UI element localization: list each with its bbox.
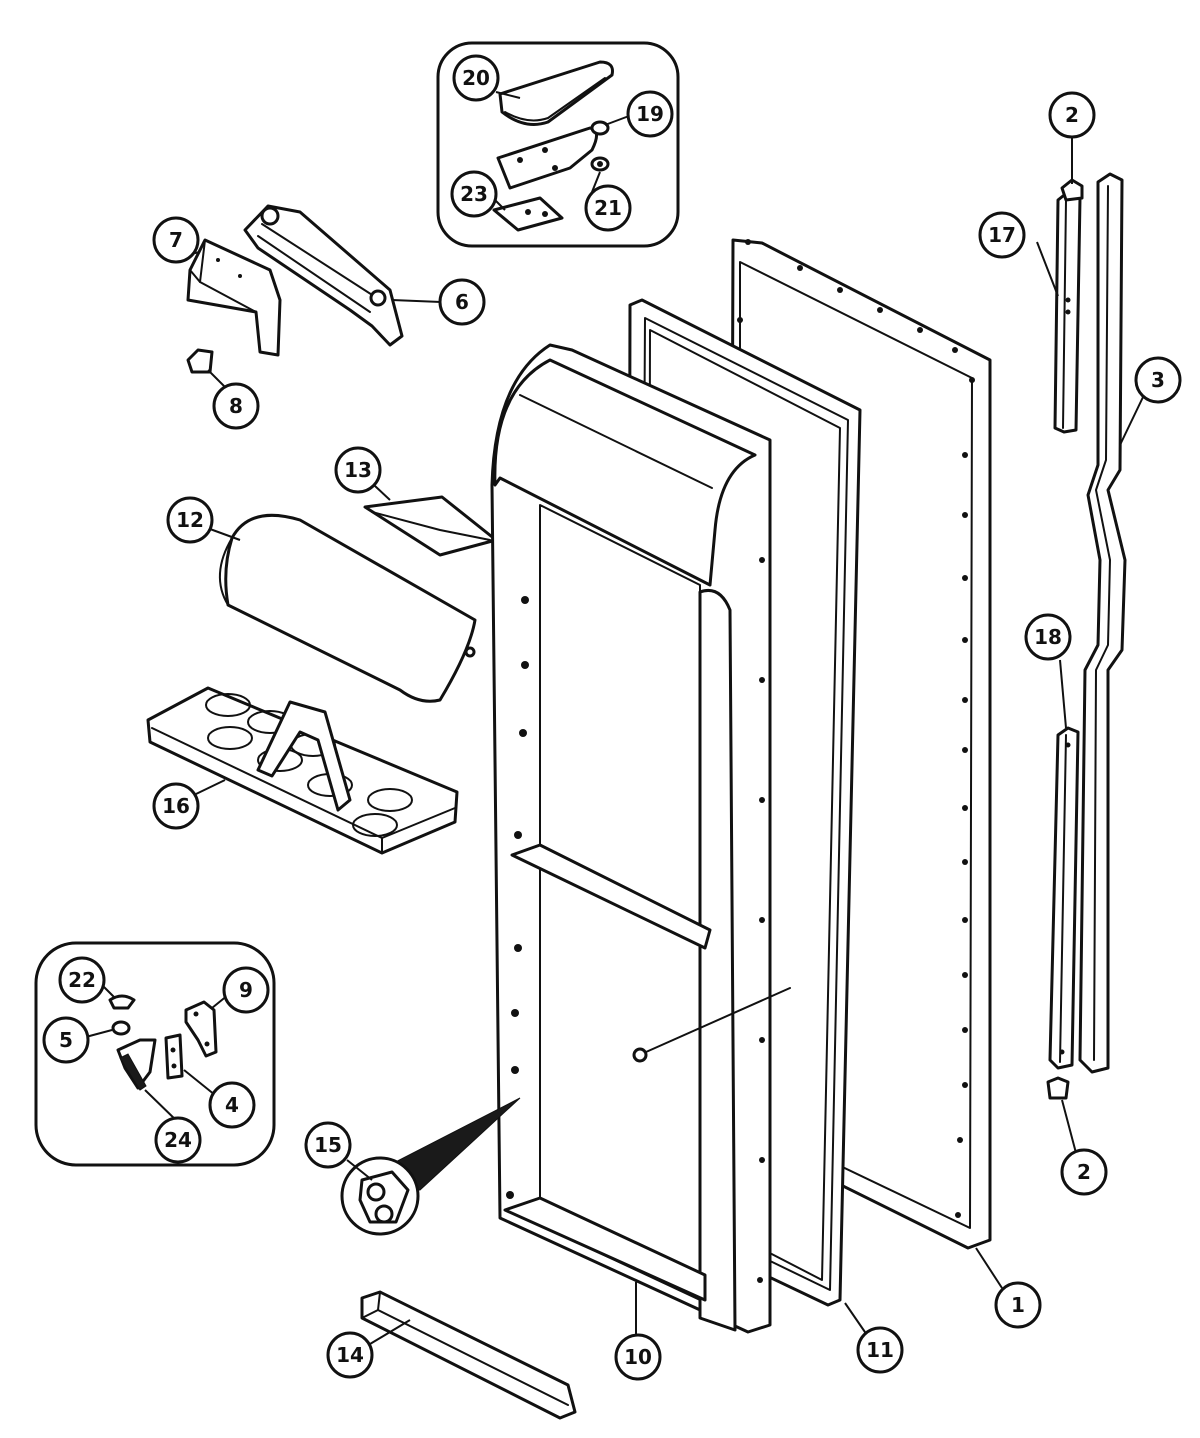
- callout-2a: 2: [1048, 91, 1096, 139]
- callout-6: 6: [438, 278, 486, 326]
- callout-4: 4: [208, 1081, 256, 1129]
- screw-part: [632, 987, 791, 1063]
- callout-label: 13: [344, 458, 372, 482]
- callout-label: 18: [1034, 625, 1062, 649]
- callout-15: 15: [304, 1121, 352, 1169]
- lower-handle-trim-part: [1048, 726, 1080, 1070]
- callout-label: 9: [239, 978, 253, 1002]
- callout-label: 17: [988, 223, 1016, 247]
- callout-14: 14: [326, 1331, 374, 1379]
- callout-label: 14: [336, 1343, 364, 1367]
- callout-label: 19: [636, 102, 664, 126]
- callout-label: 16: [162, 794, 190, 818]
- callout-label: 6: [455, 290, 469, 314]
- shelf-retainer-detail: [340, 1097, 521, 1236]
- callout-label: 24: [164, 1128, 192, 1152]
- callout-8: 8: [212, 382, 260, 430]
- callout-23: 23: [450, 170, 498, 218]
- bottom-hinge-part: [116, 1038, 157, 1090]
- callout-label: 23: [460, 182, 488, 206]
- callout-label: 12: [176, 508, 204, 532]
- callout-24: 24: [154, 1116, 202, 1164]
- bushing-part: [111, 1020, 131, 1036]
- callout-label: 10: [624, 1345, 652, 1369]
- callout-10: 10: [614, 1333, 662, 1381]
- inner-door-liner-part: [490, 343, 772, 1334]
- callout-20: 20: [452, 54, 500, 102]
- callout-label: 4: [225, 1093, 239, 1117]
- dairy-bin-door-part: [218, 513, 477, 703]
- callout-21: 21: [584, 184, 632, 232]
- callout-22: 22: [58, 956, 106, 1004]
- callout-1: 1: [994, 1281, 1042, 1329]
- callout-5: 5: [42, 1016, 90, 1064]
- callout-label: 22: [68, 968, 96, 992]
- callout-11: 11: [856, 1326, 904, 1374]
- door-closer-arm-part: [243, 204, 404, 347]
- callout-12: 12: [166, 496, 214, 544]
- hinge-cover-part: [498, 60, 614, 126]
- leader-lines: [81, 91, 1145, 1345]
- small-shelf-part: [363, 495, 498, 557]
- hinge-shim-plate-part: [164, 1033, 184, 1080]
- callout-9: 9: [222, 966, 270, 1014]
- upper-handle-trim-part: [1053, 178, 1084, 434]
- callout-label: 20: [462, 66, 490, 90]
- hinge-cap-part: [108, 994, 136, 1010]
- callout-7: 7: [152, 216, 200, 264]
- door-bottom-trim-part: [360, 1290, 577, 1420]
- callout-label: 2: [1065, 103, 1079, 127]
- callout-label: 5: [59, 1028, 73, 1052]
- callout-label: 8: [229, 394, 243, 418]
- callout-label: 3: [1151, 368, 1165, 392]
- callout-2b: 2: [1060, 1148, 1108, 1196]
- callout-label: 2: [1077, 1160, 1091, 1184]
- callout-3: 3: [1134, 356, 1182, 404]
- callout-17: 17: [978, 211, 1026, 259]
- callout-13: 13: [334, 446, 382, 494]
- callout-label: 21: [594, 196, 622, 220]
- callout-label: 1: [1011, 1293, 1025, 1317]
- door-handle-part: [1078, 172, 1127, 1074]
- handle-end-cap-part: [1046, 1076, 1070, 1100]
- callout-16: 16: [152, 782, 200, 830]
- callout-18: 18: [1024, 613, 1072, 661]
- callout-label: 7: [169, 228, 183, 252]
- hinge-block-part: [186, 238, 282, 357]
- callout-19: 19: [626, 90, 674, 138]
- callout-label: 15: [314, 1133, 342, 1157]
- egg-tray-part: [146, 686, 459, 855]
- callout-label: 11: [866, 1338, 894, 1362]
- small-clip-part: [186, 348, 214, 374]
